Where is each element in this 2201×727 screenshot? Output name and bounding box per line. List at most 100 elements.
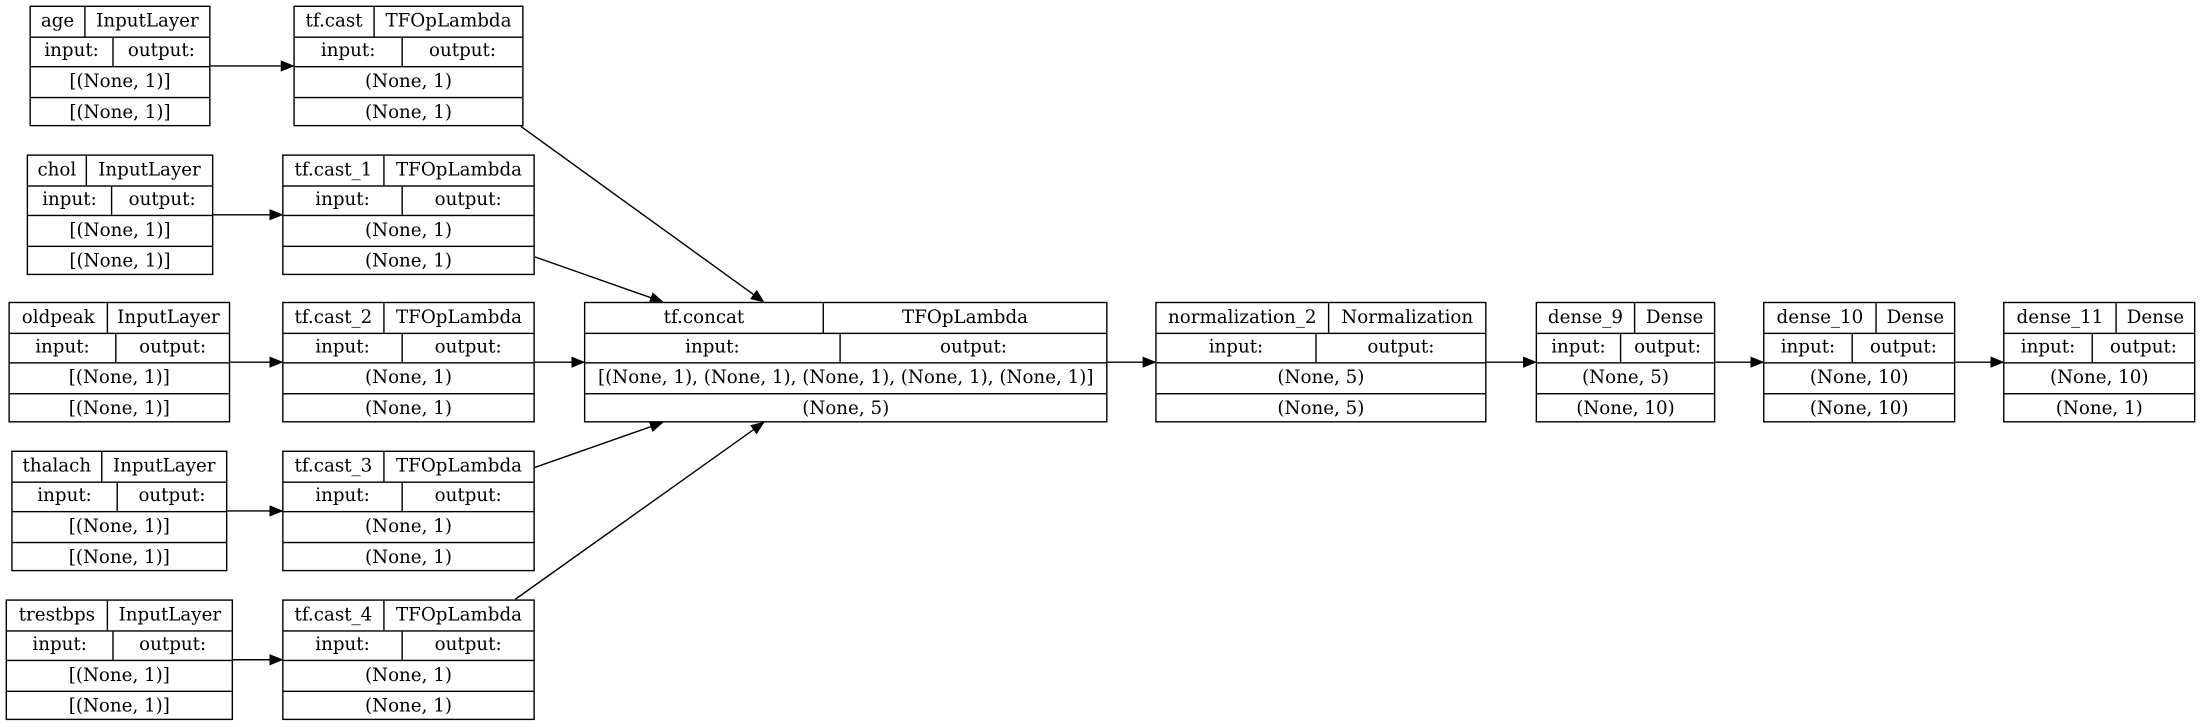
node-row: input: output: [283, 482, 534, 513]
input-label: input: [7, 630, 114, 660]
input-shape: [(None, 1)] [69, 71, 171, 93]
layer-name: tf.cast [295, 7, 375, 36]
node-row: [(None, 1)] [28, 216, 212, 247]
node-row: (None, 5) [1157, 394, 1485, 424]
node-row: input:output: [9, 333, 229, 364]
node-row: input:output: [1156, 333, 1486, 364]
input-label: input: [284, 482, 403, 511]
node-row: input: output: [283, 630, 534, 662]
node-row: normalization_2 Normalization [1156, 303, 1486, 334]
layer-type: Normalization [1341, 307, 1474, 329]
layer-name: tf.concat [585, 303, 824, 332]
layer-name: trestbps [7, 600, 109, 630]
output-shape: (None, 1) [364, 547, 452, 569]
layer-type: TFOpLambda [395, 455, 523, 477]
node-row: (None, 1) [2004, 394, 2193, 424]
layer-type: TFOpLambda [385, 10, 512, 32]
output-label: output: [429, 41, 497, 63]
node-row: (None, 1) [284, 394, 534, 424]
layer-name: dense_10 [1764, 303, 1877, 332]
node-row: input:output: [2004, 333, 2194, 364]
output-shape: (None, 10) [1809, 398, 1909, 420]
input-shape: [(None, 1)] [68, 367, 170, 389]
input-shape: (None, 10) [1809, 367, 1909, 389]
node-row: (None, 1) [295, 98, 522, 128]
input-shape: (None, 1) [364, 367, 452, 389]
node-row: (None, 1) [283, 661, 534, 692]
node-row: [(None, 1)] [12, 512, 226, 543]
node-row: (None, 1) [284, 543, 534, 573]
layer-type: TFOpLambda [902, 307, 1029, 329]
layer-node-tf-cast-3: tf.cast_3 TFOpLambda input: output: (None, 1… [282, 450, 535, 573]
node-row: (None, 1) [294, 67, 523, 98]
output-shape: (None, 1) [364, 102, 452, 124]
layer-node-tf-cast: tf.cast TFOpLambda input:output: (None, 1) (… [293, 5, 524, 128]
node-row: input:output: [283, 185, 534, 217]
output-shape: [(None, 1)] [68, 547, 170, 569]
node-row: (None, 10) [1537, 394, 1714, 424]
input-shape: (None, 1) [364, 71, 452, 93]
output-shape: (None, 1) [2055, 398, 2143, 420]
output-shape: [(None, 1)] [68, 695, 170, 717]
output-label: output: [139, 634, 207, 656]
layer-name: tf.cast_3 [284, 451, 385, 481]
node-row: tf.cast TFOpLambda [294, 7, 523, 38]
layer-name: dense_9 [1537, 303, 1636, 332]
layer-node-tf-cast-4: tf.cast_4 TFOpLambda input: output: (None, 1… [282, 599, 535, 721]
node-row: input:output: [294, 37, 523, 68]
layer-name: thalach [13, 451, 103, 481]
output-label: output: [939, 337, 1007, 359]
input-shape: [(None, 1)] [68, 665, 170, 687]
input-shape: [(None, 1)] [68, 516, 170, 538]
node-row: [(None, 1)] [7, 661, 232, 692]
input-label: input: [1764, 333, 1853, 363]
node-row: (None, 10) [1764, 364, 1954, 394]
output-label: output: [434, 486, 502, 508]
node-row: tf.cast_4 TFOpLambda [283, 600, 534, 631]
layer-node-dense-9: dense_9 Dense input:output:(None, 5)(None,… [1535, 301, 1716, 424]
input-label: input: [284, 630, 403, 660]
layer-type: TFOpLambda [395, 604, 523, 626]
node-row: [(None, 1)] [9, 364, 229, 394]
output-label: output: [138, 486, 206, 508]
output-label: output: [434, 337, 502, 359]
edge-tf-cast-1-to-tf-concat [534, 256, 664, 303]
layer-name: chol [28, 155, 88, 185]
input-shape: (None, 5) [1277, 367, 1365, 389]
edge-tf-cast-to-tf-concat [520, 125, 765, 303]
output-label: output: [127, 41, 195, 63]
node-row: [(None, 1)] [30, 67, 210, 98]
layer-name: normalization_2 [1157, 303, 1330, 332]
edge-tf-cast-4-to-tf-concat [514, 421, 765, 600]
layer-name: tf.cast_4 [284, 600, 385, 630]
node-row: (None, 5) [1537, 364, 1714, 394]
input-shape: [(None, 1), (None, 1), (None, 1), (None,… [598, 367, 1094, 389]
node-row: input:output: [30, 37, 210, 68]
node-row: input:output: [1537, 333, 1714, 364]
output-label: output: [434, 189, 502, 211]
output-shape: (None, 1) [364, 250, 452, 272]
output-shape: [(None, 1)] [68, 398, 170, 420]
node-row: [(None, 1)] [31, 98, 209, 128]
node-row: tf.concat TFOpLambda [585, 303, 1107, 334]
node-row: [(None, 1), (None, 1), (None, 1), (None,… [585, 364, 1107, 394]
output-label: output: [1869, 337, 1937, 359]
output-label: output: [434, 634, 502, 656]
input-label: input: [10, 333, 117, 363]
layer-type: Dense [1645, 307, 1704, 329]
input-label: input: [28, 185, 113, 215]
input-label: input: [284, 333, 403, 363]
node-row: (None, 1) [284, 691, 534, 721]
node-row: input: output: [7, 630, 232, 662]
